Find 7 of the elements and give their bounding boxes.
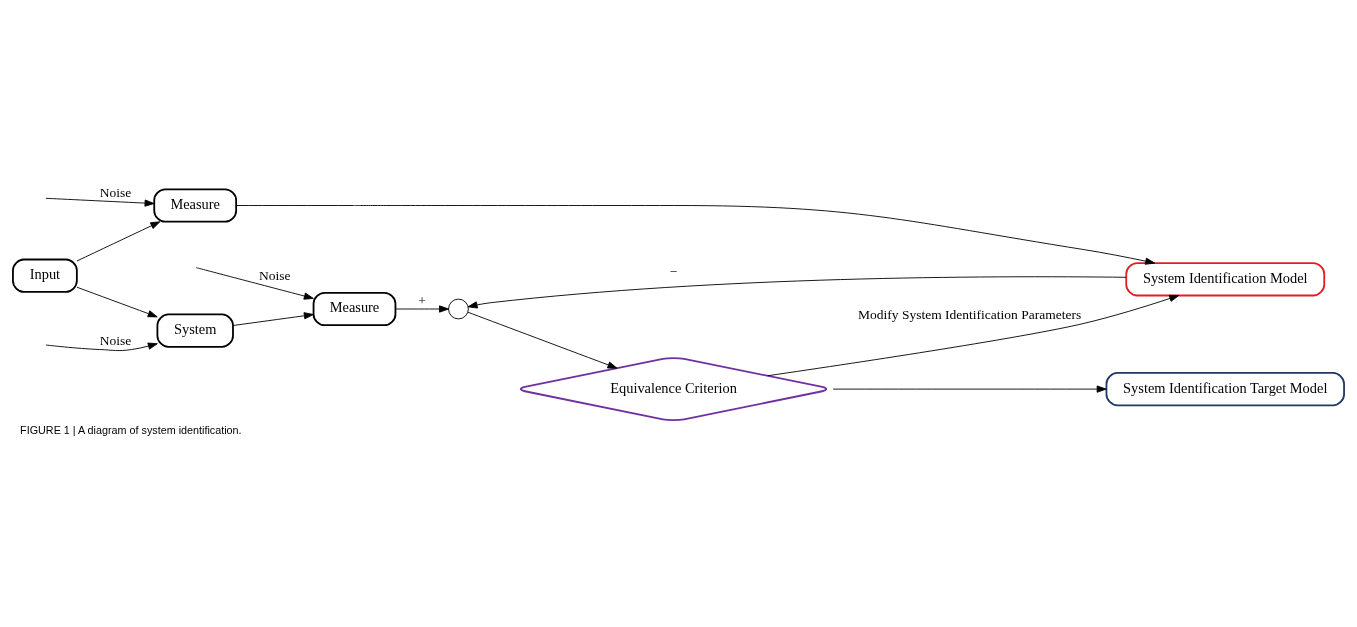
- edge-label: Noise: [99, 333, 132, 348]
- edge-label: Noise: [259, 268, 291, 284]
- edge-label: Noise: [99, 185, 132, 201]
- caption: FIGURE 1 | A diagram of system identification.: [20, 423, 242, 436]
- edge-label: Modify System Identification Parameters: [858, 306, 1082, 322]
- edge-label: −: [669, 263, 678, 279]
- edge-label: +: [418, 292, 426, 308]
